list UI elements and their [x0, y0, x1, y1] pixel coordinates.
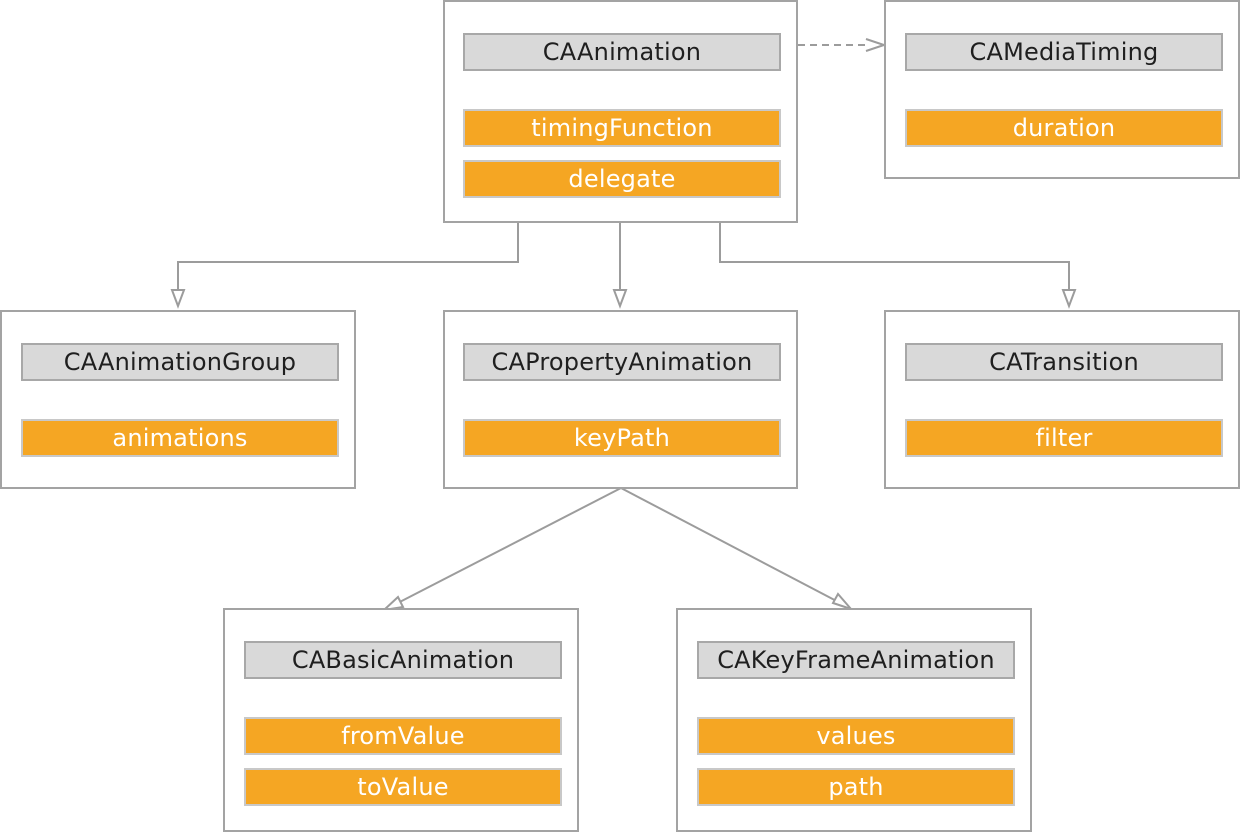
- class-box-capropertyanimation: CAPropertyAnimation keyPath: [443, 310, 798, 489]
- class-box-caanimation: CAAnimation timingFunction delegate: [443, 0, 798, 223]
- arrowhead-group: [170, 289, 186, 309]
- arrowhead-property: [612, 289, 628, 309]
- property-fromvalue: fromValue: [244, 717, 562, 755]
- connector-property-to-keyframe: [620, 487, 847, 607]
- class-name-caanimation: CAAnimation: [463, 33, 781, 71]
- class-name-camediatiming: CAMediaTiming: [905, 33, 1223, 71]
- property-timingfunction: timingFunction: [463, 109, 781, 147]
- class-name-caanimationgroup: CAAnimationGroup: [21, 343, 339, 381]
- property-tovalue: toValue: [244, 768, 562, 806]
- class-box-camediatiming: CAMediaTiming duration: [884, 0, 1240, 179]
- property-animations: animations: [21, 419, 339, 457]
- property-path: path: [697, 768, 1015, 806]
- connector-animation-to-group: [177, 223, 519, 303]
- property-keypath: keyPath: [463, 419, 781, 457]
- connector-animation-to-transition: [719, 223, 1070, 303]
- arrowhead-keyframe: [831, 592, 855, 612]
- connector-property-to-basic: [389, 487, 622, 608]
- arrowhead-transition: [1061, 289, 1077, 309]
- class-name-capropertyanimation: CAPropertyAnimation: [463, 343, 781, 381]
- property-values: values: [697, 717, 1015, 755]
- class-box-caanimationgroup: CAAnimationGroup animations: [0, 310, 356, 489]
- property-delegate: delegate: [463, 160, 781, 198]
- property-filter: filter: [905, 419, 1223, 457]
- property-duration: duration: [905, 109, 1223, 147]
- arrowhead-mediatiming: [865, 38, 888, 52]
- class-name-cakeyframeanimation: CAKeyFrameAnimation: [697, 641, 1015, 679]
- class-box-cabasicanimation: CABasicAnimation fromValue toValue: [223, 608, 579, 832]
- class-box-catransition: CATransition filter: [884, 310, 1240, 489]
- class-box-cakeyframeanimation: CAKeyFrameAnimation values path: [676, 608, 1032, 832]
- class-name-cabasicanimation: CABasicAnimation: [244, 641, 562, 679]
- class-name-catransition: CATransition: [905, 343, 1223, 381]
